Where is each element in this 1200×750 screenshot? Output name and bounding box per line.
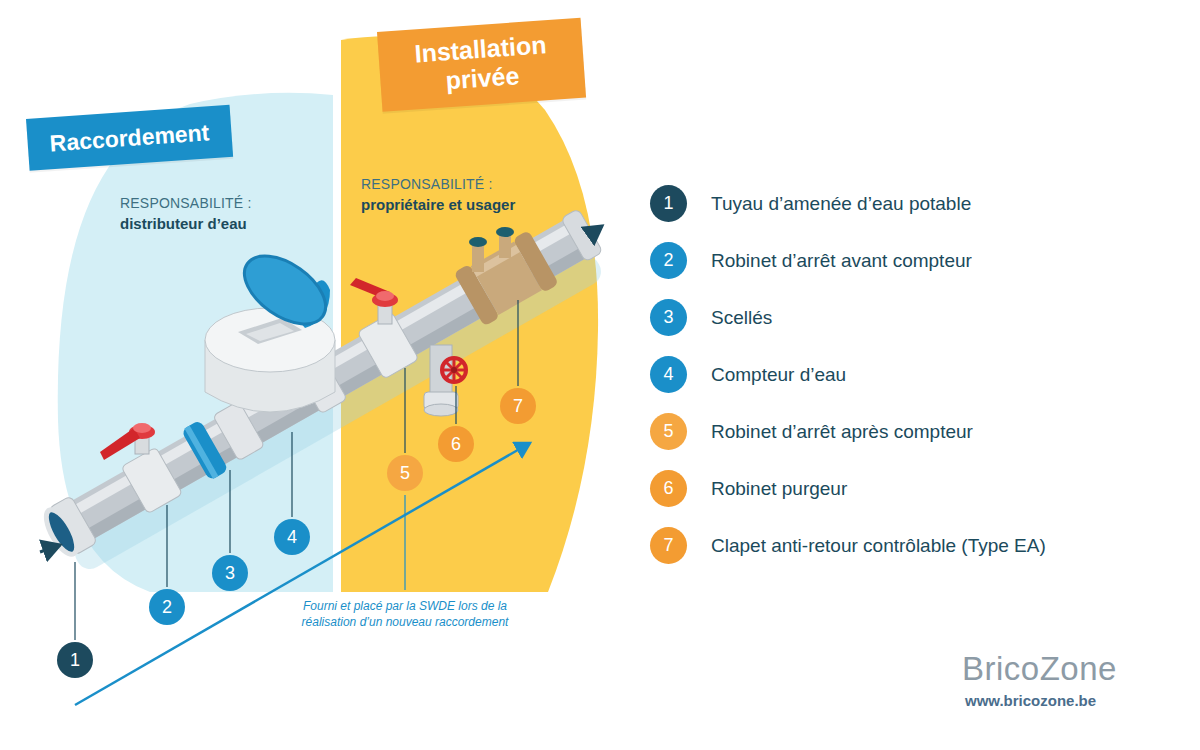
direction-arrow	[75, 443, 530, 705]
legend-text: Scellés	[711, 307, 772, 329]
responsibility-region: RESPONSABILITÉ : propriétaire et usager In…	[341, 30, 598, 592]
legend-swatch: 2	[650, 242, 687, 279]
callout-number: 1	[57, 642, 93, 678]
section-title: Raccordement	[49, 119, 210, 157]
legend-swatch: 3	[650, 299, 687, 336]
callout-number: 1	[663, 193, 673, 213]
legend-text: Tuyau d’amenée d’eau potable	[711, 193, 971, 215]
legend-swatch: 1	[650, 185, 687, 222]
callout-number: 3	[663, 307, 673, 327]
callout-number: 2	[149, 589, 185, 625]
legend-swatch: 7	[650, 527, 687, 564]
responsibility-party: distributeur d’eau	[120, 215, 247, 232]
water-meter	[205, 242, 338, 412]
callout-number: 2	[663, 250, 673, 270]
pipe	[37, 203, 605, 564]
legend-text: Clapet anti-retour contrôlable (Type EA)	[711, 535, 1046, 557]
callout-number: 7	[500, 388, 536, 424]
responsibility-heading: RESPONSABILITÉ :	[361, 176, 493, 192]
flow-arrow	[40, 545, 60, 552]
boundary-line	[336, 90, 339, 592]
watermark: BricoZone	[962, 650, 1117, 688]
callout-number: 7	[663, 535, 673, 555]
watermark-url: www.bricozone.be	[965, 692, 1096, 709]
legend-text: Robinet d’arrêt après compteur	[711, 421, 973, 443]
callout-number: 4	[663, 364, 673, 384]
responsibility-party: propriétaire et usager	[361, 196, 515, 213]
legend-swatch: 5	[650, 413, 687, 450]
section-tab: Raccordement	[26, 105, 233, 172]
leader-lines	[75, 300, 518, 640]
callout-number: 6	[663, 478, 673, 498]
callout-number: 4	[274, 519, 310, 555]
legend-text: Robinet d’arrêt avant compteur	[711, 250, 972, 272]
section-title: Installation privée	[394, 29, 570, 98]
callout-number: 6	[438, 426, 474, 462]
responsibility-region: RESPONSABILITÉ : distributeur d’eau Raccor…	[20, 95, 333, 592]
flow-arrow	[588, 226, 602, 236]
callout-number: 3	[212, 555, 248, 591]
legend-text: Robinet purgeur	[711, 478, 847, 500]
legend-swatch: 6	[650, 470, 687, 507]
callout-number: 5	[663, 421, 673, 441]
legend-swatch: 4	[650, 356, 687, 393]
note-text: Fourni et placé par la SWDE lors de la r…	[300, 598, 510, 630]
legend-text: Compteur d’eau	[711, 364, 846, 386]
callout-number: 5	[387, 455, 423, 491]
responsibility-heading: RESPONSABILITÉ :	[120, 195, 252, 211]
section-tab: Installation privée	[377, 18, 586, 112]
